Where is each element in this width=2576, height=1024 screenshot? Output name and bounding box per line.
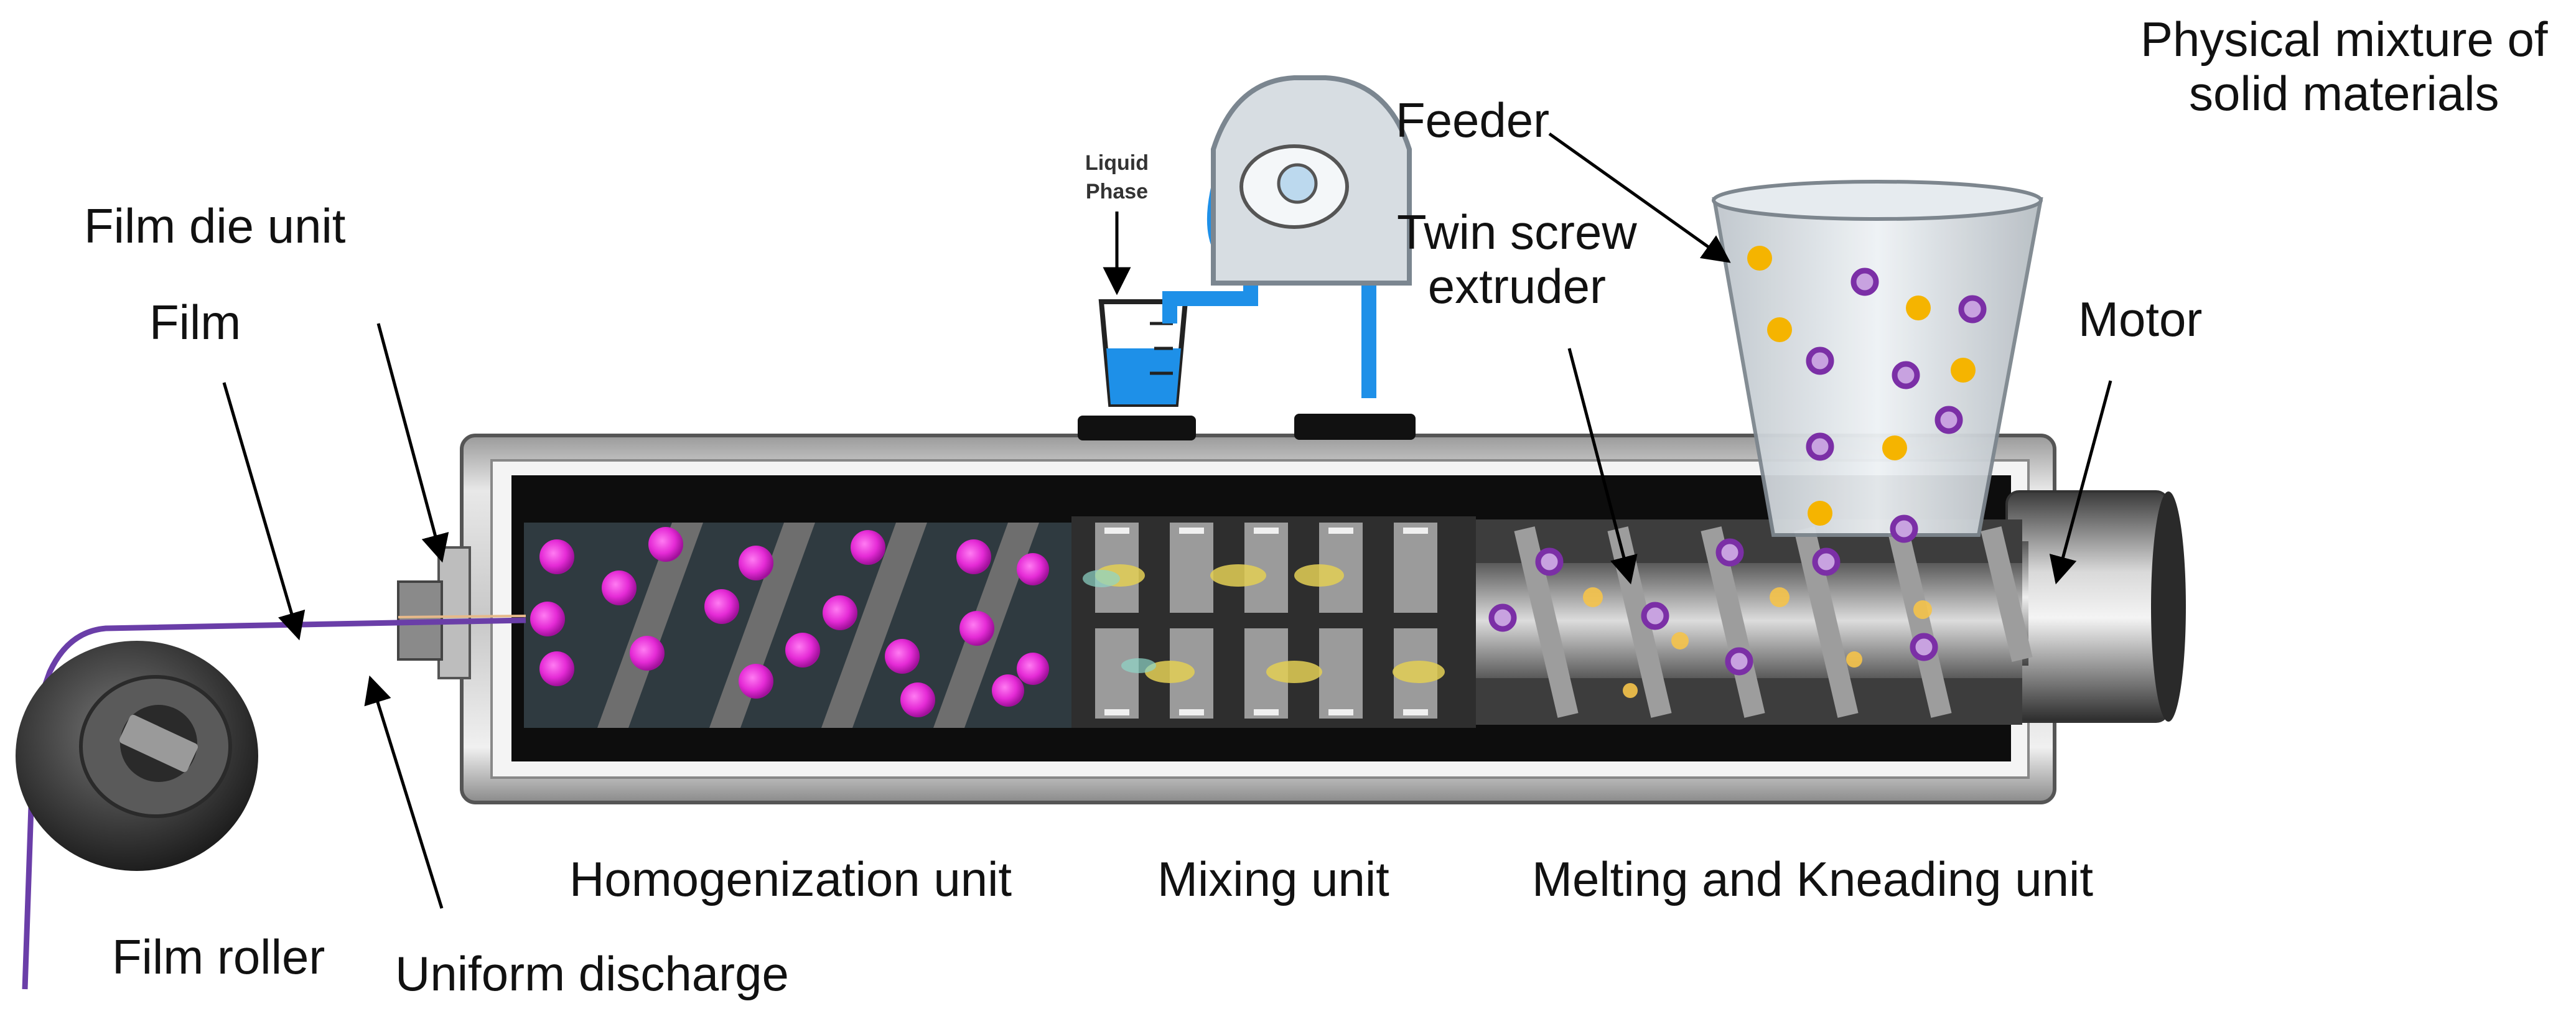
physical-mixture-label: Physical mixture of solid materials <box>2140 12 2548 121</box>
homogenization-unit-label: Homogenization unit <box>569 852 1012 906</box>
melting-kneading-unit-label: Melting and Kneading unit <box>1532 852 2093 906</box>
dispersed-particles <box>530 527 1049 717</box>
feeder-label: Feeder <box>1396 93 1550 147</box>
film-roller-icon <box>16 641 258 871</box>
film-die-unit-label: Film die unit <box>84 198 346 253</box>
liquid-phase-label: Liquid Phase <box>1085 151 1149 203</box>
mixing-section <box>1071 516 1476 728</box>
mixing-unit-label: Mixing unit <box>1157 852 1389 906</box>
motor-arrow <box>2049 380 2112 585</box>
peristaltic-pump-icon <box>1162 75 1416 440</box>
film-roller-label: Film roller <box>112 929 325 984</box>
beaker-icon <box>1078 299 1196 440</box>
film-die-arrow <box>376 323 449 563</box>
motor-label: Motor <box>2078 292 2203 347</box>
uniform-discharge-label: Uniform discharge <box>395 946 789 1001</box>
solid-particles <box>1488 246 1987 676</box>
film-strip <box>22 617 526 990</box>
feeder-arrow <box>1548 132 1731 263</box>
twin-screw-extruder-label: Twin screw extruder <box>1397 205 1637 314</box>
twin-screw-arrow <box>1567 348 1638 585</box>
feeder-cup-icon <box>1712 180 2043 537</box>
film-label: Film <box>149 295 241 350</box>
uniform-discharge-arrow <box>364 675 444 909</box>
label-arrows <box>222 132 2112 909</box>
film-die <box>397 546 471 679</box>
film-arrow <box>222 382 306 641</box>
